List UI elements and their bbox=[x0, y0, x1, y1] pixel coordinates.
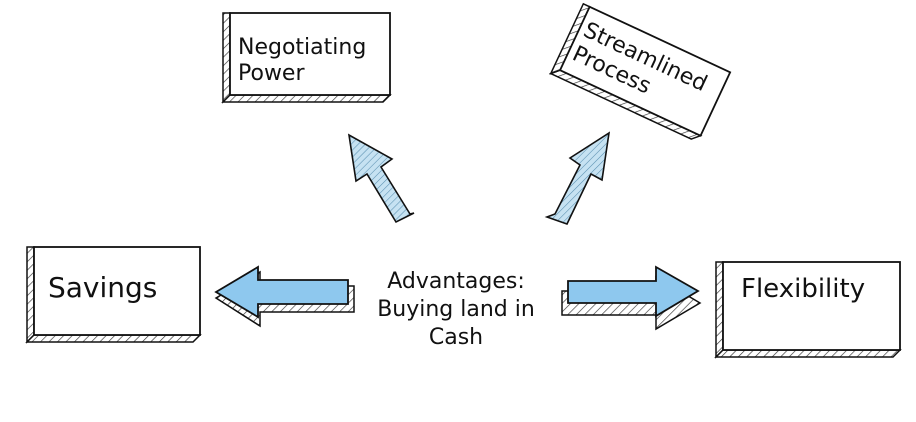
flexibility-label: Flexibility bbox=[741, 274, 865, 304]
streamlined-process-box: Streamlined Process bbox=[548, 2, 732, 140]
center-line1: Advantages: bbox=[387, 269, 525, 294]
negotiating-power-line2: Power bbox=[238, 61, 305, 86]
negotiating-power-line1: Negotiating bbox=[238, 35, 366, 60]
center-title: Advantages: Buying land in Cash bbox=[377, 269, 535, 350]
arrow-up-left-icon bbox=[347, 133, 415, 224]
arrow-left-icon bbox=[214, 265, 355, 328]
center-line3: Cash bbox=[429, 325, 483, 350]
flexibility-box: Flexibility bbox=[714, 261, 902, 359]
savings-box: Savings bbox=[25, 246, 202, 344]
arrow-up-right-icon bbox=[544, 131, 611, 225]
arrow-right-icon bbox=[561, 265, 702, 331]
center-line2: Buying land in bbox=[377, 297, 535, 322]
negotiating-power-box: Negotiating Power bbox=[221, 12, 392, 104]
savings-label: Savings bbox=[48, 271, 157, 304]
